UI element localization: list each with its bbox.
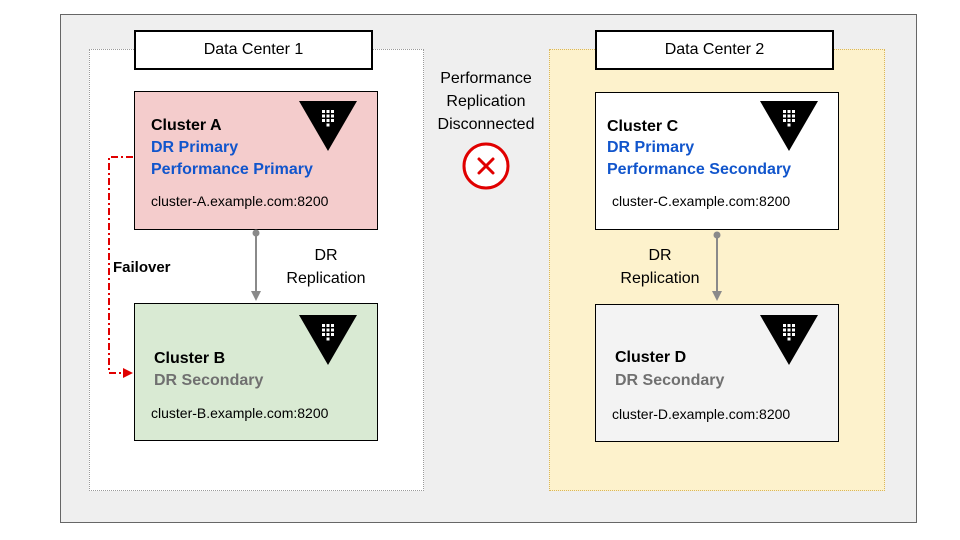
cluster-d-role-dr: DR Secondary xyxy=(615,372,725,389)
cluster-b-name: Cluster B xyxy=(154,350,226,367)
cluster-d-name: Cluster D xyxy=(615,349,687,366)
dc1-replication-arrow xyxy=(251,229,261,301)
dc1-replication-label: DR Replication xyxy=(263,244,389,290)
cluster-d-box: Cluster D DR Secondary cluster-D.example… xyxy=(595,304,839,442)
data-center-1-label: Data Center 1 xyxy=(134,30,373,70)
cluster-a-role-dr: DR Primary xyxy=(151,139,239,156)
performance-status-line-2: Replication xyxy=(446,93,526,110)
cluster-c-address: cluster-C.example.com:8200 xyxy=(612,193,791,209)
cluster-b-box: Cluster B DR Secondary cluster-B.example… xyxy=(134,303,378,441)
vault-logo-icon xyxy=(299,101,357,151)
cluster-a-address: cluster-A.example.com:8200 xyxy=(151,193,329,209)
dc2-replication-arrow xyxy=(712,231,722,301)
cluster-c-role-dr: DR Primary xyxy=(607,139,695,156)
cluster-b-role-dr: DR Secondary xyxy=(154,372,264,389)
failover-arrow xyxy=(108,156,133,378)
performance-replication-status: Performance Replication Disconnected xyxy=(426,67,546,136)
cluster-c-name: Cluster C xyxy=(607,118,679,135)
cluster-c-role-performance: Performance Secondary xyxy=(607,161,792,178)
failover-label: Failover xyxy=(113,259,171,276)
vault-logo-icon xyxy=(299,315,357,365)
dc2-replication-label-line-1: DR xyxy=(648,247,672,264)
performance-status-line-1: Performance xyxy=(440,70,532,87)
cluster-b-address: cluster-B.example.com:8200 xyxy=(151,405,329,421)
cluster-d-address: cluster-D.example.com:8200 xyxy=(612,406,791,422)
data-center-2-label: Data Center 2 xyxy=(595,30,834,70)
vault-logo-icon xyxy=(760,315,818,365)
dc1-replication-label-line-2: Replication xyxy=(286,270,366,287)
dc2-replication-label-line-2: Replication xyxy=(620,270,700,287)
cluster-a-role-performance: Performance Primary xyxy=(151,161,313,178)
cluster-a-name: Cluster A xyxy=(151,117,222,134)
performance-status-line-3: Disconnected xyxy=(437,116,535,133)
vault-logo-icon xyxy=(760,101,818,151)
dc2-replication-label: DR Replication xyxy=(597,244,723,290)
cluster-c-box: Cluster C DR Primary Performance Seconda… xyxy=(595,92,839,230)
dc1-replication-label-line-1: DR xyxy=(314,247,338,264)
close-circle-icon xyxy=(462,142,510,190)
